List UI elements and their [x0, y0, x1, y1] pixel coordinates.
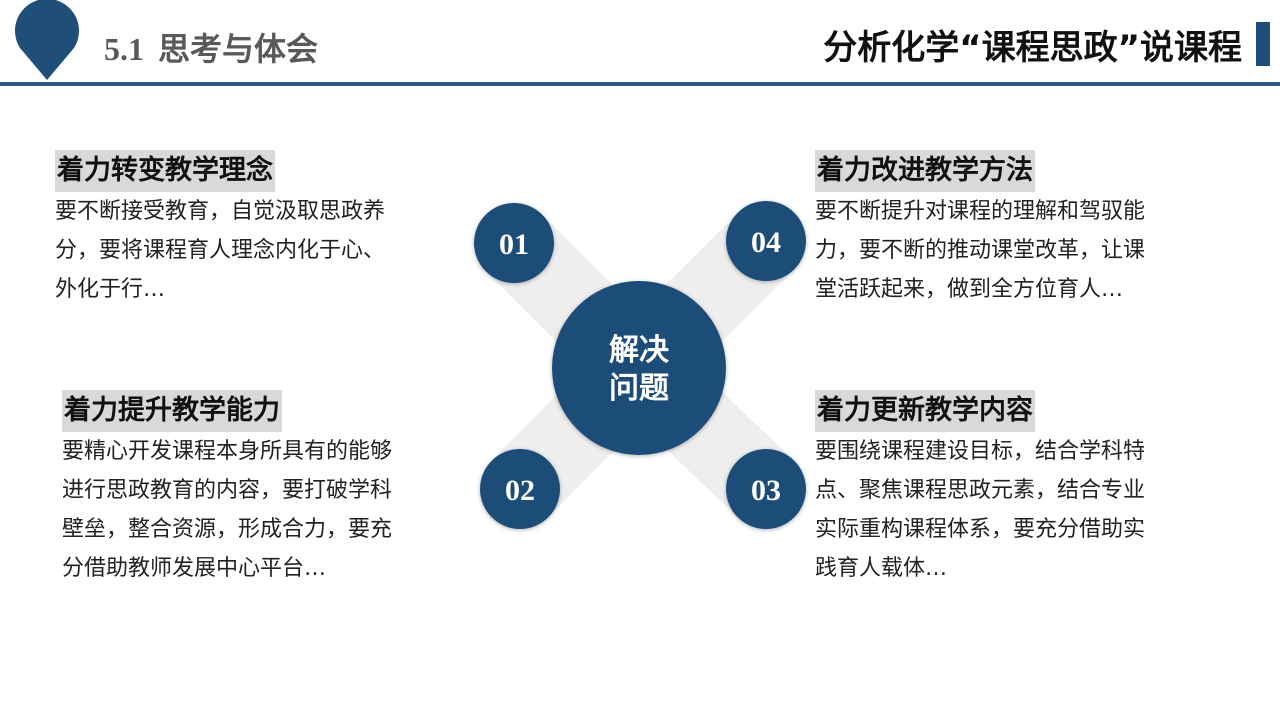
block-03-line: 要围绕课程建设目标，结合学科特	[815, 439, 1146, 464]
node-04-label: 04	[751, 226, 781, 259]
block-02-line: 壁垒，整合资源，形成合力，要充	[62, 517, 393, 542]
block-03-line: 践育人载体…	[815, 556, 948, 581]
section-title-text: 思考与体会	[158, 30, 319, 68]
block-03-line: 实际重构课程体系，要充分借助实	[815, 517, 1146, 542]
block-04-line: 堂活跃起来，做到全方位育人…	[815, 277, 1124, 302]
block-04: 着力改进教学方法 要不断提升对课程的理解和驾驭能 力，要不断的推动课堂改革，让课…	[815, 150, 1255, 309]
block-04-line: 要不断提升对课程的理解和驾驭能	[815, 199, 1146, 224]
block-03: 着力更新教学内容 要围绕课程建设目标，结合学科特 点、聚焦课程思政元素，结合专业…	[815, 390, 1255, 588]
center-node: 解决 问题	[552, 281, 726, 455]
block-04-line: 力，要不断的推动课堂改革，让课	[815, 238, 1146, 263]
main-title: 分析化学“课程思政”说课程	[823, 28, 1242, 68]
node-01: 01	[474, 203, 554, 283]
block-01-line: 要不断接受教育，自觉汲取思政养	[55, 199, 386, 224]
block-02: 着力提升教学能力 要精心开发课程本身所具有的能够 进行思政教育的内容，要打破学科…	[62, 390, 502, 588]
block-01: 着力转变教学理念 要不断接受教育，自觉汲取思政养 分，要将课程育人理念内化于心、…	[55, 150, 495, 309]
block-01-heading: 着力转变教学理念	[55, 150, 275, 192]
center-label-line1: 解决	[609, 333, 669, 368]
block-03-line: 点、聚焦课程思政元素，结合专业	[815, 478, 1146, 503]
block-03-heading: 着力更新教学内容	[815, 390, 1035, 432]
block-02-line: 进行思政教育的内容，要打破学科	[62, 478, 393, 503]
title-accent-bar	[1256, 22, 1270, 66]
block-01-line: 外化于行…	[55, 277, 166, 302]
node-04: 04	[726, 201, 806, 281]
node-02-label: 02	[505, 474, 535, 507]
center-label-line2: 问题	[609, 371, 669, 406]
block-02-line: 要精心开发课程本身所具有的能够	[62, 439, 393, 464]
node-03-label: 03	[751, 474, 781, 507]
block-01-line: 分，要将课程育人理念内化于心、	[55, 238, 386, 263]
block-04-heading: 着力改进教学方法	[815, 150, 1035, 192]
section-number: 5.1	[104, 31, 144, 67]
node-01-label: 01	[499, 228, 529, 261]
section-title: 5.1 思考与体会	[104, 24, 318, 70]
location-pin-icon	[15, 0, 79, 80]
node-03: 03	[726, 449, 806, 529]
header-divider	[0, 82, 1280, 86]
node-02: 02	[480, 449, 560, 529]
block-02-heading: 着力提升教学能力	[62, 390, 282, 432]
block-02-line: 分借助教师发展中心平台…	[62, 556, 327, 581]
